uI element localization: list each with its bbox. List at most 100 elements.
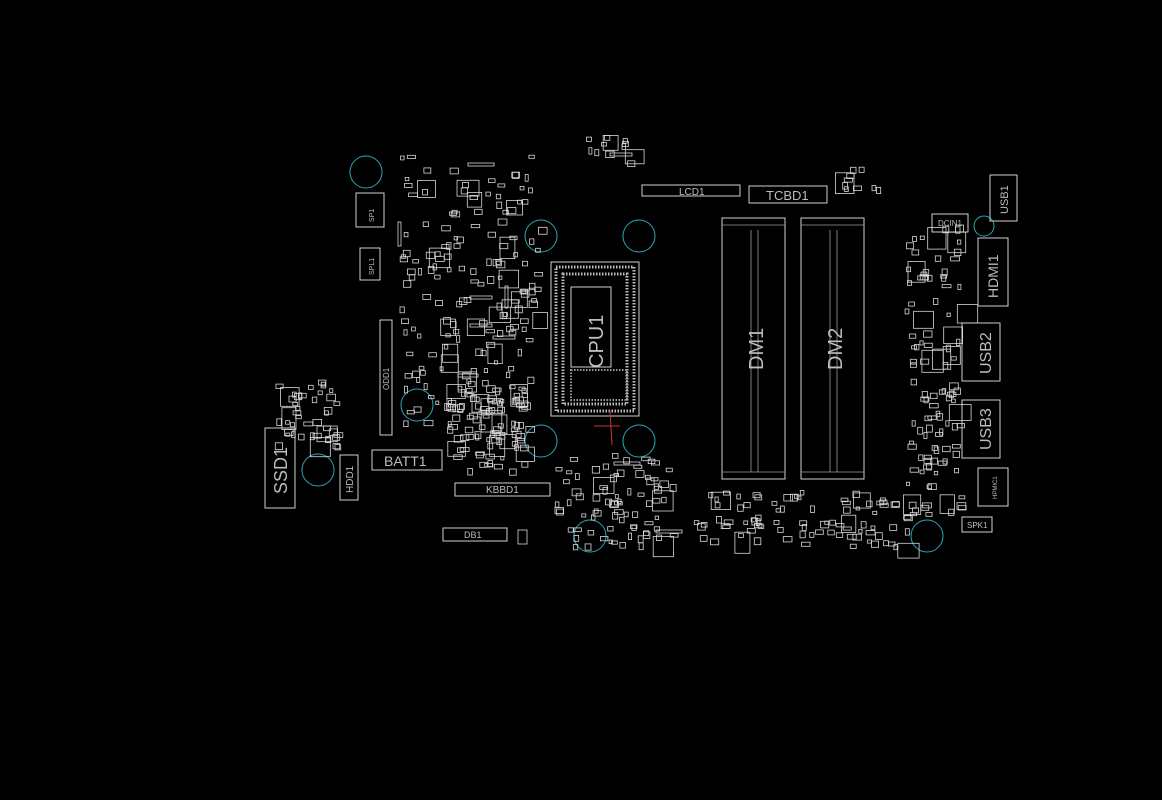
smd-footprint	[460, 434, 470, 441]
smd-footprint	[635, 470, 645, 478]
smd-footprint	[911, 345, 917, 350]
smd-footprint	[428, 352, 437, 358]
smd-footprint	[480, 350, 487, 357]
smd-footprint	[326, 393, 336, 402]
smd-footprint	[929, 403, 939, 409]
smd-footprint	[492, 258, 502, 267]
smd-footprint	[307, 384, 314, 390]
smd-footprint	[835, 172, 855, 195]
smd-footprint	[412, 370, 421, 378]
smd-footprint	[456, 335, 461, 343]
smd-footprint	[449, 211, 457, 216]
ssd-connector[interactable]: SSD1	[264, 427, 296, 509]
smd-footprint	[500, 398, 505, 404]
smd-footprint	[457, 371, 478, 393]
dimm-slot-1[interactable]: DM1	[721, 217, 786, 480]
smd-footprint	[643, 530, 650, 536]
tcbd-connector[interactable]: TCBD1	[748, 185, 828, 204]
smd-footprint	[602, 487, 608, 495]
smd-footprint	[453, 454, 463, 460]
odd-connector[interactable]: ODD1	[379, 319, 393, 436]
hdd-label: HDD1	[345, 465, 356, 493]
smd-footprint	[411, 326, 416, 332]
smd-footprint	[799, 490, 805, 496]
db-label: DB1	[464, 530, 482, 540]
lcd-connector[interactable]: LCD1	[641, 184, 741, 198]
smd-footprint	[453, 329, 460, 335]
smd-footprint	[921, 390, 928, 399]
smd-footprint	[650, 477, 659, 482]
speaker-left2-connector[interactable]: SPL1	[359, 247, 381, 281]
smd-footprint	[956, 502, 967, 510]
smd-footprint	[665, 467, 673, 473]
battery-connector[interactable]: BATT1	[371, 449, 443, 471]
cpu-footprint[interactable]: CPU1	[550, 261, 640, 446]
smd-footprint	[495, 259, 501, 265]
smd-footprint	[924, 415, 932, 422]
smd-footprint	[949, 390, 954, 399]
smd-footprint	[427, 265, 435, 274]
smd-footprint	[827, 529, 835, 536]
smd-footprint	[450, 321, 457, 329]
smd-footprint	[865, 530, 876, 536]
smd-footprint	[502, 209, 509, 215]
dimm-slot-2[interactable]: DM2	[800, 217, 865, 480]
speaker-left-connector[interactable]: SP1	[355, 192, 385, 228]
smd-footprint	[332, 434, 341, 441]
daughterboard-connector[interactable]: DB1	[442, 527, 528, 545]
smd-footprint	[520, 444, 529, 452]
smd-footprint	[499, 242, 509, 250]
pad-strip	[467, 162, 495, 167]
keyboard-connector[interactable]: KBBD1	[454, 482, 551, 497]
smd-footprint	[853, 492, 871, 509]
hdmi-connector[interactable]: HDMI1	[977, 237, 1009, 307]
smd-footprint	[927, 483, 937, 491]
smd-footprint	[592, 494, 601, 502]
smd-footprint	[939, 494, 955, 514]
smd-footprint	[799, 530, 806, 539]
smd-footprint	[482, 380, 489, 387]
usb2-connector[interactable]: USB2	[961, 322, 1001, 382]
smd-footprint	[486, 258, 492, 266]
smd-footprint	[609, 499, 618, 508]
smd-footprint	[587, 530, 595, 536]
smd-footprint	[495, 193, 502, 200]
smd-footprint	[466, 414, 474, 420]
smd-footprint	[489, 407, 496, 414]
hdmi-label: HDMI1	[985, 254, 1001, 298]
smd-footprint	[909, 467, 920, 473]
smd-footprint	[483, 368, 488, 373]
smd-footprint	[846, 533, 857, 540]
smd-footprint	[853, 185, 862, 191]
smd-footprint	[949, 382, 959, 391]
usb3-label: USB3	[978, 408, 995, 450]
smd-footprint	[403, 385, 408, 394]
smd-footprint	[317, 390, 323, 396]
smd-footprint	[736, 493, 741, 500]
usb3-connector[interactable]: USB3	[961, 399, 1001, 459]
smd-footprint	[923, 342, 933, 348]
smd-footprint	[842, 526, 852, 531]
smd-footprint	[923, 464, 933, 470]
smd-footprint	[777, 527, 784, 533]
smd-footprint	[531, 298, 537, 303]
smd-footprint	[645, 474, 651, 480]
smd-footprint	[714, 496, 719, 503]
smd-footprint	[604, 135, 611, 141]
hpmic-connector[interactable]: HPMIC1	[977, 467, 1009, 507]
smd-footprint	[422, 188, 429, 196]
smd-footprint	[528, 187, 533, 194]
smd-footprint	[528, 154, 535, 159]
usb1-connector[interactable]: USB1	[989, 174, 1018, 222]
smd-footprint	[462, 372, 471, 380]
smd-footprint	[497, 406, 505, 414]
smd-footprint	[435, 400, 440, 406]
hdd-connector[interactable]: HDD1	[339, 454, 359, 501]
smd-footprint	[654, 515, 660, 520]
smd-footprint	[446, 383, 466, 399]
smd-footprint	[423, 167, 432, 174]
speaker-right-connector[interactable]: SPK1	[961, 516, 993, 533]
smd-footprint	[466, 378, 472, 385]
smd-footprint	[441, 243, 450, 249]
